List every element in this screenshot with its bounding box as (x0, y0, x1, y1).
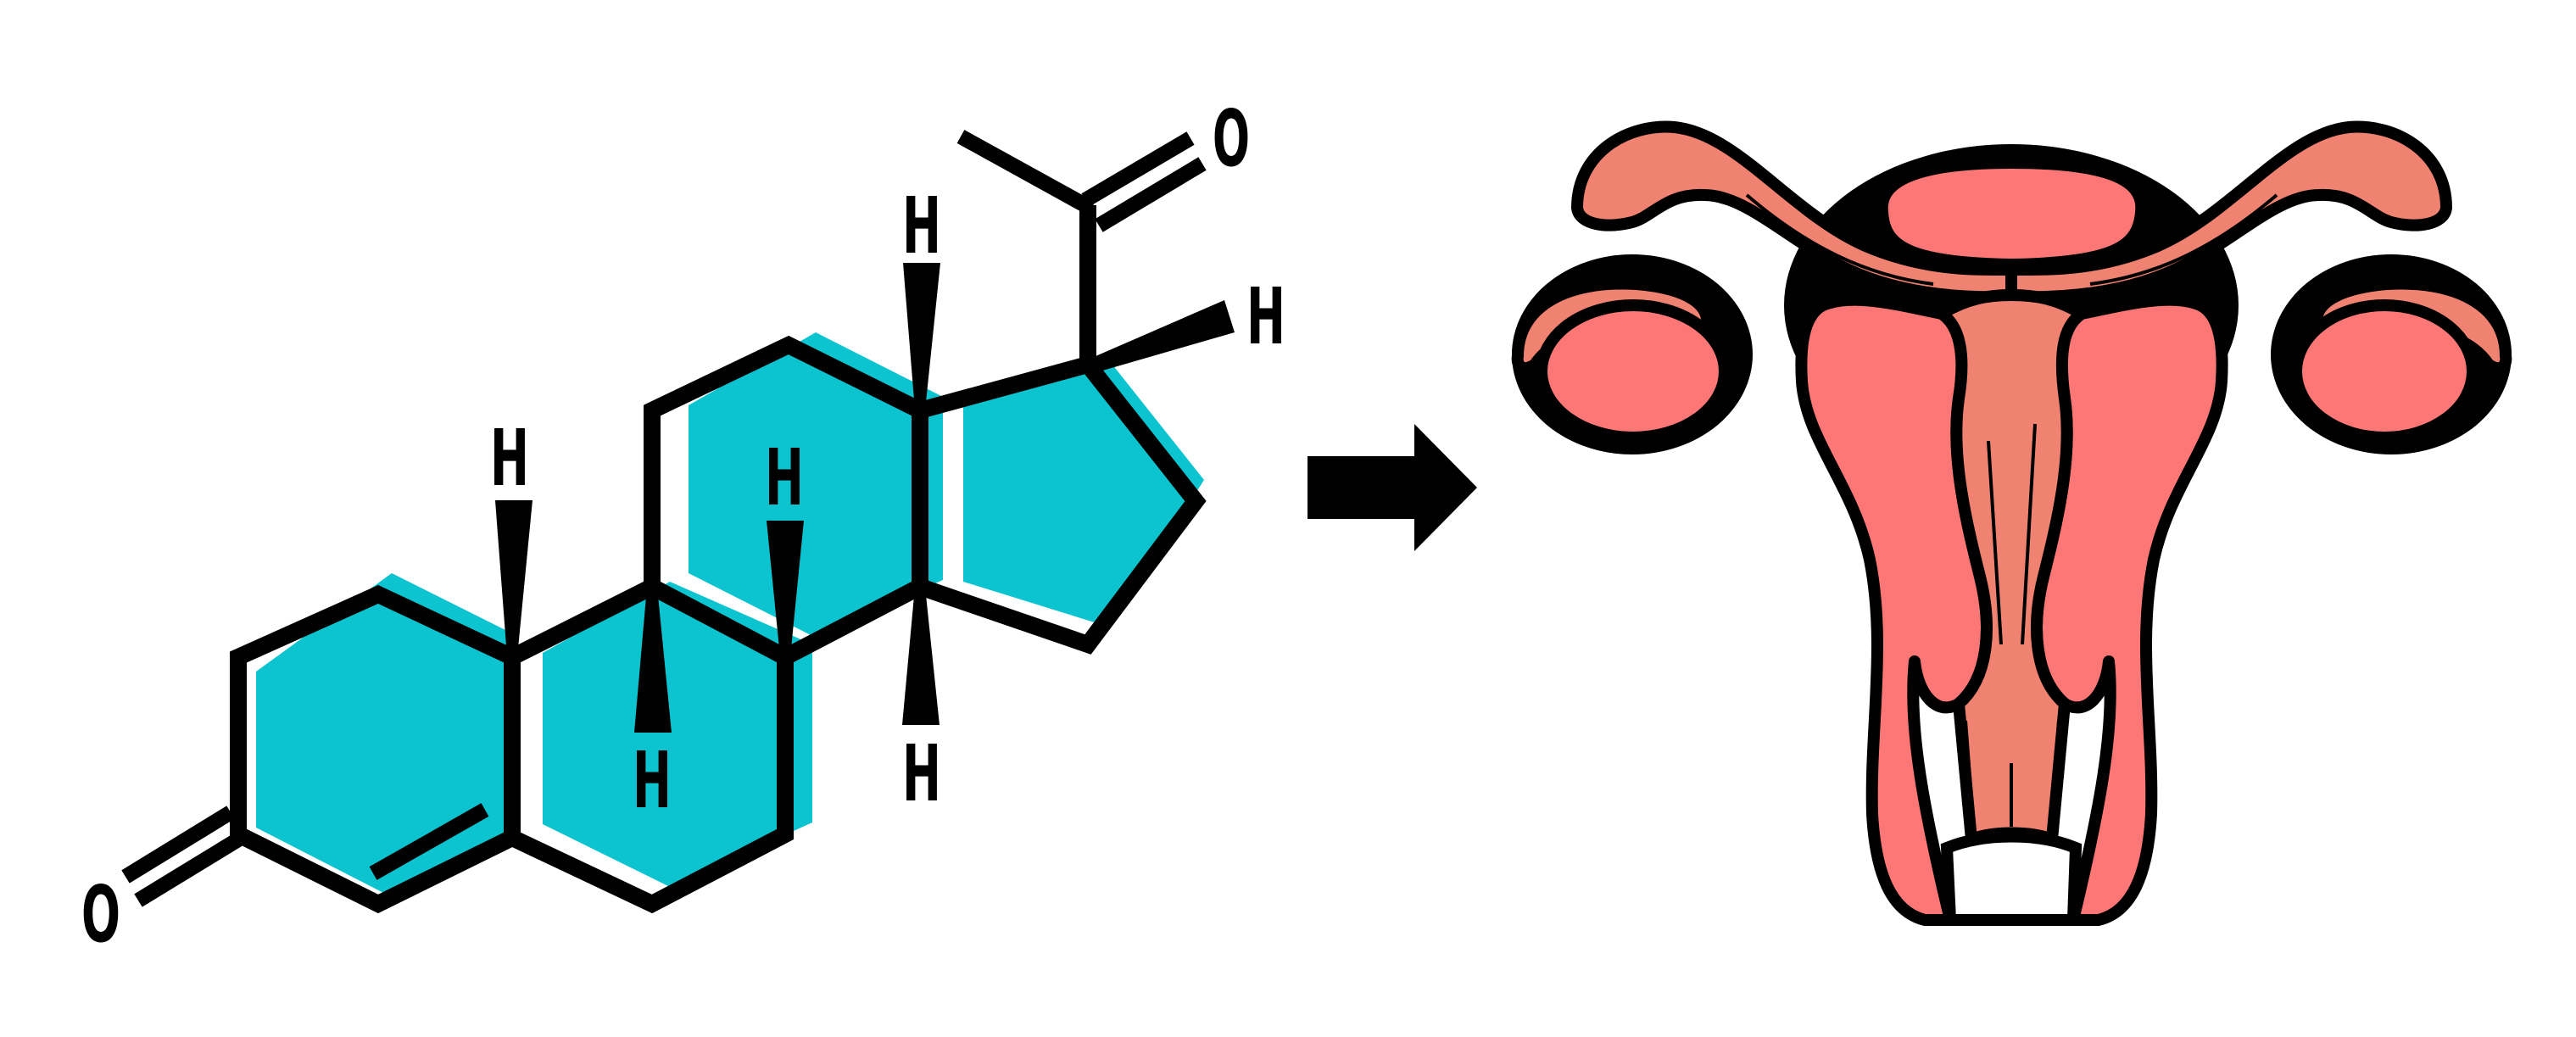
ring-d-bonds (917, 354, 1207, 655)
uterus-illustration (1511, 120, 2512, 926)
wedge-c14-h (902, 587, 940, 725)
c3-o-bond-2 (134, 833, 243, 907)
acetyl-side-chain: O (956, 93, 1250, 365)
wedge-c8-h (767, 521, 804, 657)
h-label-c9: H (633, 735, 672, 826)
c20-o-bond-2 (1095, 157, 1207, 232)
ring-bonds (230, 335, 1207, 914)
ketone-ring-a: O (81, 806, 243, 960)
progesterone-molecule: O O H H H H H (81, 93, 1285, 960)
ring-fill-shapes (256, 332, 1204, 897)
oxygen-label-ring-a: O (81, 869, 120, 960)
right-ovary (2271, 254, 2512, 454)
ring-a-fill (256, 573, 514, 897)
c20-methyl-bond (956, 130, 1096, 215)
double-bond-c4-c5 (369, 803, 489, 880)
h-label-c17: H (1246, 271, 1285, 362)
uterine-cavity (1936, 289, 2088, 845)
wedge-c13-h (903, 263, 940, 410)
stereo-hydrogens: H H H H H H (490, 181, 1285, 826)
right-ovary-body (2290, 299, 2478, 443)
ring-c-fill (689, 332, 943, 638)
h-label-c10: H (490, 413, 529, 504)
uterus-detail-lines (1745, 193, 2278, 832)
ring-c-bonds (644, 335, 928, 665)
uterus-fundus (1876, 157, 2148, 270)
wedge-c17-h (1088, 300, 1235, 373)
oxygen-label-side-chain: O (1213, 93, 1250, 184)
ring-b-bonds (508, 577, 794, 914)
h-label-c8: H (765, 432, 804, 523)
wedge-c9-h (634, 587, 672, 733)
right-arrow-icon (1308, 424, 1477, 551)
ring-b-fill (543, 582, 812, 887)
c20-o-bond-1 (1081, 131, 1195, 207)
h-label-c14: H (902, 728, 941, 819)
h-label-c13: H (902, 181, 941, 271)
left-ovary-body (1536, 299, 1731, 443)
c3-o-bond-1 (121, 806, 235, 884)
vaginal-opening (1940, 830, 2083, 926)
wedge-c10-h (495, 500, 532, 657)
left-ovary (1511, 254, 1753, 454)
